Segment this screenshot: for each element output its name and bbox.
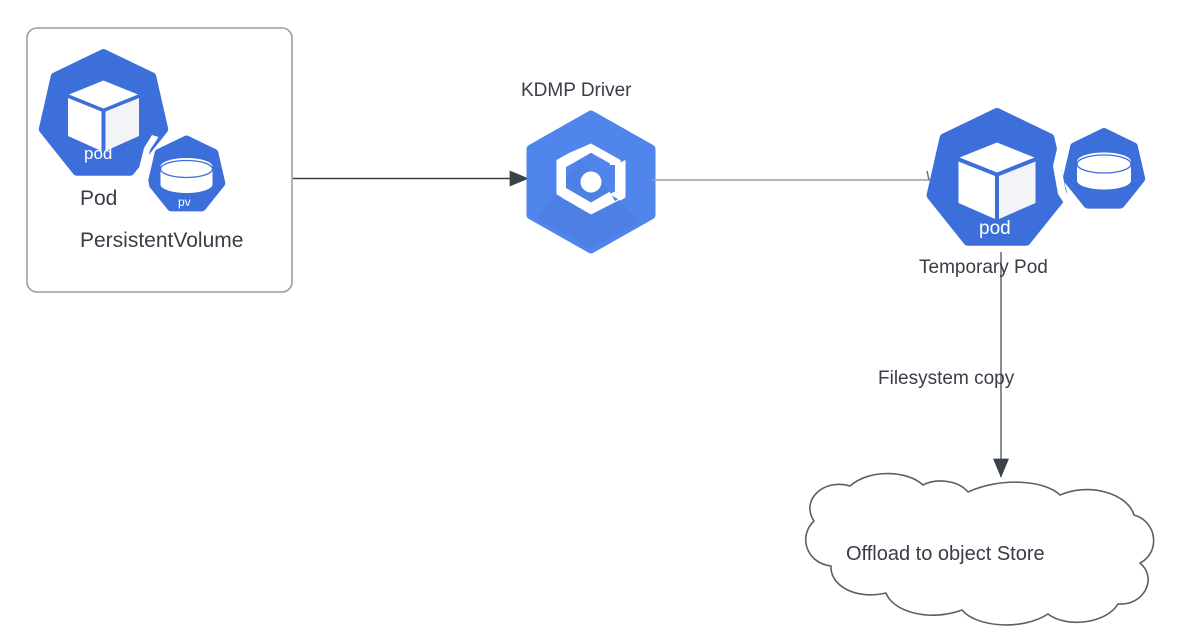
pod-heptagon-right	[926, 108, 1068, 246]
cylinder-glyph-left	[159, 158, 214, 193]
edge-driver-to-temp-pod-tip	[926, 170, 930, 181]
cube-glyph-left	[68, 80, 139, 151]
temporary-pod-label: Temporary Pod	[919, 257, 1048, 278]
gke-hexagon-icon	[526, 110, 656, 254]
pod-icon-left	[38, 49, 169, 176]
cube-glyph-right	[958, 142, 1036, 219]
pod-pv-gap-right	[1053, 126, 1078, 211]
pod-heptagon-left	[38, 49, 169, 176]
filesystem-copy-edge-label: Filesystem copy	[878, 368, 1015, 389]
cloud-shape	[804, 472, 1155, 626]
pod-pv-gap-left	[139, 135, 160, 206]
pv-icon-right	[1053, 126, 1146, 211]
cylinder-glyph-right	[1076, 152, 1132, 190]
source-pv-label: PersistentVolume	[80, 229, 244, 252]
kdmp-swirl-glyph	[556, 143, 626, 215]
pv-icon-left	[139, 135, 226, 212]
pod-icon-right	[926, 108, 1068, 246]
source-pod-label: Pod	[80, 187, 118, 210]
cloud-label: Offload to object Store	[846, 543, 1045, 565]
kdmp-driver-label: KDMP Driver	[521, 80, 632, 101]
